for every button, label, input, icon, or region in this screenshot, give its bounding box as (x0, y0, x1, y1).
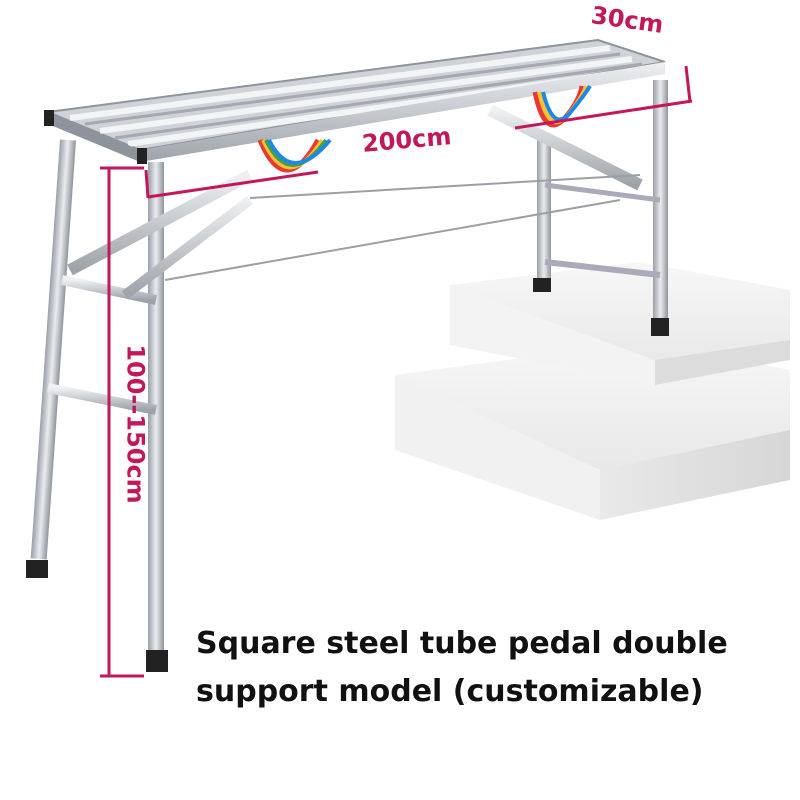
height-dimension-label: 100--150cm (121, 344, 150, 504)
dimension-markers (100, 65, 693, 678)
front-legs (26, 139, 168, 672)
caption-line-1: Square steel tube pedal double (196, 626, 728, 661)
platform-deck (44, 38, 666, 164)
foam-blocks (395, 262, 790, 520)
cross-braces (67, 104, 643, 299)
width-dimension-line (514, 99, 693, 130)
caption-line-2: support model (customizable) (196, 674, 704, 709)
length-dimension-line (147, 170, 319, 199)
rainbow-straps (257, 84, 592, 173)
product-caption: Square steel tube pedal double support m… (196, 620, 786, 716)
back-legs (533, 80, 669, 336)
